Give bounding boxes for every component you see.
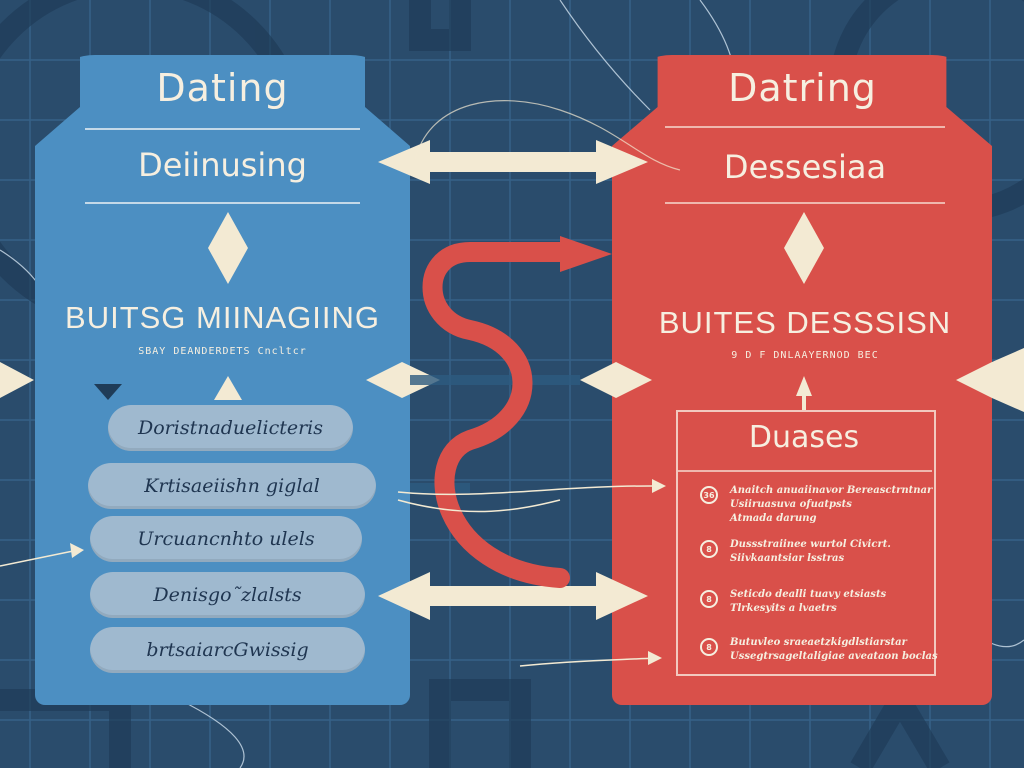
pointer-arrow-icon [70,543,84,558]
pointer-arrow-icon [648,651,662,665]
left-panel-title: Dating [156,66,289,110]
left-title-divider [85,128,360,130]
pointer-arrow-icon [652,479,666,493]
left-pill-3[interactable]: Urcuancnhto ulels [90,516,362,562]
left-panel-caption: SBAY DEANDERDETS Cncltcr [138,346,307,357]
right-panel-subtitle: Dessesiaa [723,148,887,186]
double-arrow-icon [378,572,648,620]
left-pill-1[interactable]: Doristnaduelicteris [108,405,353,451]
right-panel-caption: 9 D F DNLAAYERNOD BEC [731,350,879,361]
details-item-4: 8 Butuvleo sraeaetzkigdlstiarstar Ussegt… [700,636,938,664]
left-pill-4[interactable]: Denisgo˜zlalsts [90,572,365,618]
details-box-title: Duases [748,420,860,455]
details-box [676,410,936,676]
right-panel-heading: BUITES DESSSISN [658,305,952,340]
details-box-divider [676,470,932,472]
double-arrow-icon [378,140,648,184]
left-panel-heading: BUITSG MIINAGIING [65,300,380,335]
diamond-icon [214,376,242,400]
numbered-badge-icon: 36 [700,486,718,504]
numbered-badge-icon: 8 [700,540,718,558]
left-pill-5[interactable]: brtsaiarcGwissig [90,627,365,673]
dark-notch-icon [94,384,122,400]
diamond-icon [796,376,812,396]
details-item-1: 36 Anaitch anuaiinavor Bereasctrntnar Us… [700,484,932,526]
numbered-badge-icon: 8 [700,590,718,608]
right-panel-title: Datring [728,66,877,110]
diamond-icon [580,362,652,398]
details-item-text: Seticdo dealli tuavy etsiasts Tlrkesyits… [730,589,887,614]
diamond-icon [784,212,824,284]
arrowhead-icon [560,236,612,272]
right-title-divider [665,126,945,128]
diamond-icon [366,362,440,398]
right-subtitle-divider [665,202,945,204]
details-item-3: 8 Seticdo dealli tuavy etsiasts Tlrkesyi… [700,588,886,616]
arrow-stem [802,396,806,410]
details-item-text: Anaitch anuaiinavor Bereasctrntnar Usiir… [730,485,933,524]
left-panel-subtitle: Deiinusing [138,146,307,184]
right-panel [612,55,992,705]
diamond-icon [208,212,248,284]
details-item-2: 8 Dussstraiinee wurtol Civicrt. Siivkaan… [700,538,891,566]
diamond-icon [0,362,34,398]
left-subtitle-divider [85,202,360,204]
details-item-text: Dussstraiinee wurtol Civicrt. Siivkaants… [730,539,891,564]
left-pill-2[interactable]: Krtisaeiishn giglal [88,463,376,509]
diamond-icon [956,348,1024,412]
numbered-badge-icon: 8 [700,638,718,656]
curved-arrow-icon [422,242,580,588]
details-item-text: Butuvleo sraeaetzkigdlstiarstar Ussegtrs… [730,637,938,662]
